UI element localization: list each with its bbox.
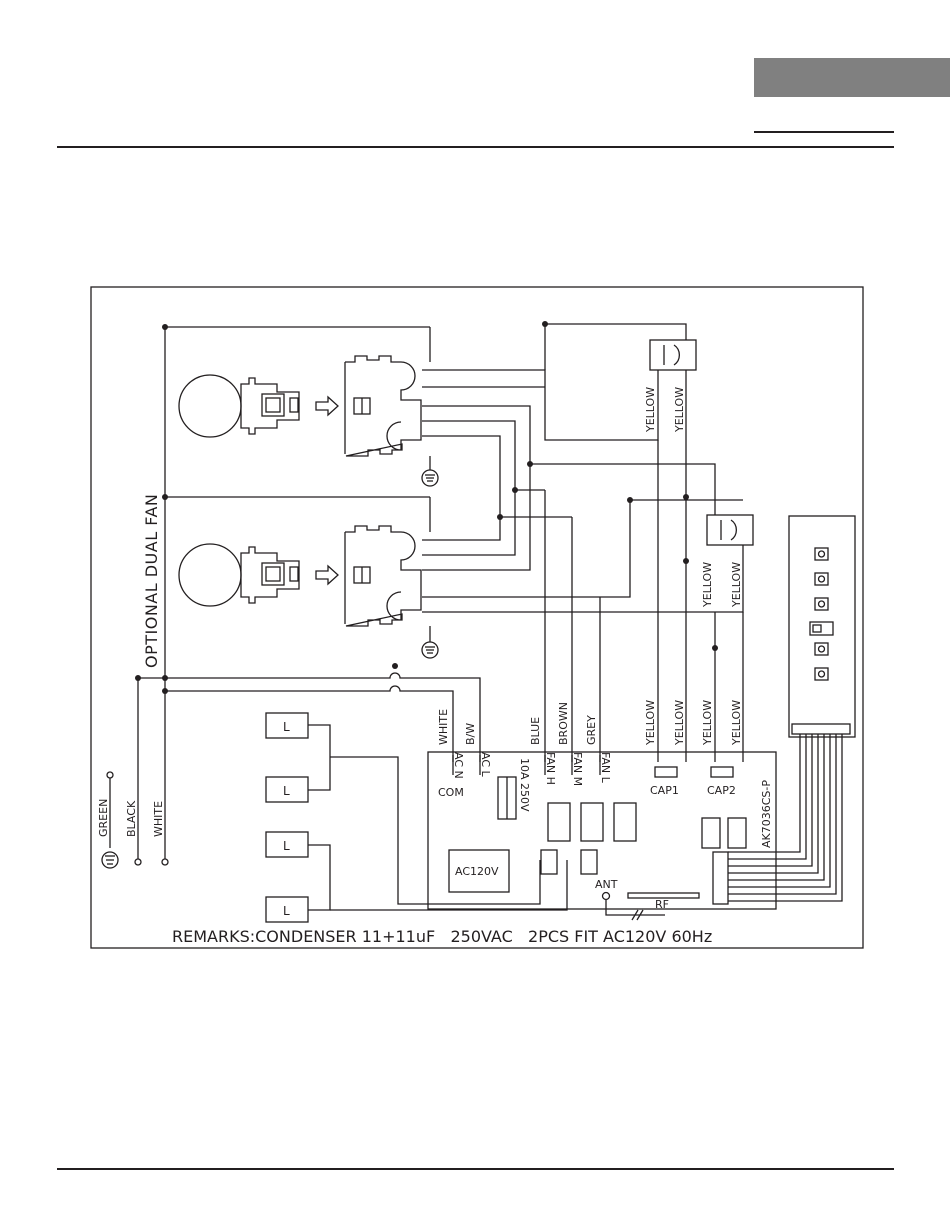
- switch-button: [815, 643, 828, 655]
- terminal-com: COM: [438, 786, 464, 799]
- power-block-label: AC120V: [455, 865, 499, 878]
- connector-2: [345, 526, 421, 626]
- supply-wire-label: BLACK: [125, 800, 138, 837]
- ground-icon: [422, 626, 438, 658]
- wire-label: B/W: [464, 723, 477, 745]
- wire-label: YELLOW: [673, 387, 686, 433]
- lamps: [266, 713, 567, 922]
- terminal-fan-m: FAN M: [571, 752, 584, 786]
- switch-button: [815, 548, 828, 560]
- terminal-fan-h: FAN H: [544, 752, 557, 785]
- wire-label: YELLOW: [701, 562, 714, 608]
- ground-icon: [102, 852, 118, 868]
- wire-label: GREY: [585, 715, 598, 745]
- terminal-fan-l: FAN L: [599, 752, 612, 784]
- wire-label: YELLOW: [730, 700, 743, 746]
- terminal-ac-l: AC L: [479, 752, 492, 778]
- terminal-cap2: CAP2: [707, 784, 736, 797]
- wire-label: BLUE: [529, 717, 542, 745]
- fan-wiring: [422, 321, 743, 762]
- footer-rule: [57, 1168, 894, 1170]
- terminal-fuse: 10A 250V: [518, 758, 531, 812]
- antenna-label: ANT: [595, 878, 618, 891]
- optional-dual-fan-label: OPTIONAL DUAL FAN: [142, 494, 161, 668]
- ground-icon: [422, 456, 438, 486]
- wire-label: YELLOW: [644, 387, 657, 433]
- capacitor-upper: [650, 340, 696, 370]
- motor-1-body: [179, 375, 241, 437]
- wire-label: BROWN: [557, 702, 570, 745]
- board-model-label: AK7036CS-P: [760, 780, 773, 848]
- terminal-ac-n: AC N: [452, 752, 465, 779]
- cap2-connector: [711, 767, 733, 777]
- switch-panel: [728, 516, 855, 901]
- terminal-cap1: CAP1: [650, 784, 679, 797]
- wire-label: YELLOW: [701, 700, 714, 746]
- motor-2-body: [179, 544, 241, 606]
- wire-label: YELLOW: [730, 562, 743, 608]
- fan-motor-2: [179, 544, 338, 606]
- plug-arrow-icon: [316, 566, 338, 584]
- antenna-icon: [603, 893, 610, 900]
- wire-label: WHITE: [437, 709, 450, 745]
- switch-button: [815, 598, 828, 610]
- lamp-label: L: [283, 784, 290, 798]
- supply-wire-label: WHITE: [152, 801, 165, 837]
- lamp-label: L: [283, 904, 290, 918]
- plug-arrow-icon: [316, 397, 338, 415]
- switch-button: [815, 573, 828, 585]
- remarks-text: REMARKS:CONDENSER 11+11uF 250VAC 2PCS FI…: [172, 927, 712, 946]
- diagram-frame: [91, 287, 863, 948]
- supply-wire-label: GREEN: [97, 799, 110, 837]
- lamp-label: L: [283, 720, 290, 734]
- cap1-connector: [655, 767, 677, 777]
- wire-label: YELLOW: [644, 700, 657, 746]
- rf-label: RF: [655, 898, 669, 911]
- capacitor-lower: [707, 515, 753, 545]
- lamp-label: L: [283, 839, 290, 853]
- wire-label: YELLOW: [673, 700, 686, 746]
- switch-button: [815, 668, 828, 680]
- connector-1: [345, 356, 421, 456]
- fan-motor-1: [179, 375, 338, 437]
